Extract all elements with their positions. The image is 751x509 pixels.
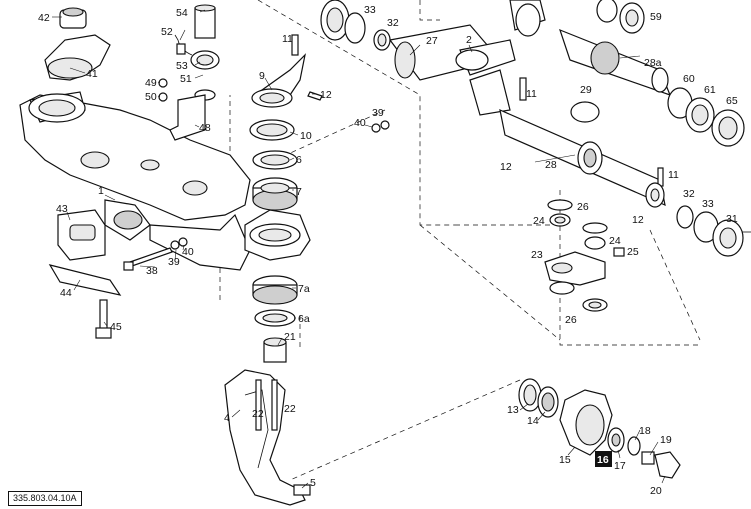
callout-13: 13 <box>507 404 519 416</box>
callout-28: 28 <box>545 159 557 171</box>
callout-49: 49 <box>145 77 157 89</box>
callout-11a: 11 <box>282 33 293 45</box>
callout-15: 15 <box>559 454 571 466</box>
callout-20: 20 <box>650 485 662 497</box>
callout-19: 19 <box>660 434 672 446</box>
callout-11b: 11 <box>526 88 537 100</box>
callout-17: 17 <box>614 460 626 472</box>
right-shaft-seals <box>559 0 745 147</box>
callout-33a: 33 <box>364 4 376 16</box>
callout-12a: 12 <box>320 89 332 101</box>
sensor-assembly <box>174 4 220 101</box>
wheel-hub <box>518 378 681 479</box>
callout-51: 51 <box>180 73 192 85</box>
callout-48: 48 <box>199 122 211 134</box>
callout-39a: 39 <box>372 107 384 119</box>
callout-40a: 40 <box>354 117 366 129</box>
callout-61: 61 <box>704 84 716 96</box>
clamp-and-bolts <box>48 120 390 339</box>
tie-rod-end <box>544 199 625 312</box>
callout-32b: 32 <box>683 188 695 200</box>
right-lower-seals <box>676 205 751 257</box>
callout-5: 5 <box>310 477 316 489</box>
callout-32a: 32 <box>387 17 399 29</box>
callout-26a: 26 <box>577 201 589 213</box>
top-seals <box>320 0 546 51</box>
callout-21: 21 <box>284 331 296 343</box>
callout-42: 42 <box>38 12 50 24</box>
callout-41: 41 <box>86 68 98 80</box>
callout-26b: 26 <box>565 314 577 326</box>
callout-24b: 24 <box>609 235 621 247</box>
callout-45: 45 <box>110 321 122 333</box>
steering-cylinder <box>388 24 666 208</box>
callout-27: 27 <box>426 35 438 47</box>
callout-12c: 12 <box>632 214 644 226</box>
callout-25: 25 <box>627 246 639 258</box>
callout-39b: 39 <box>168 256 180 268</box>
callout-6: 6 <box>296 154 302 166</box>
highlighted-callout-text: 16 <box>597 454 609 466</box>
callout-44: 44 <box>60 287 72 299</box>
highlighted-callout-16[interactable]: 16 <box>595 451 612 467</box>
steering-knuckle <box>224 337 311 506</box>
kingpin-stack-lower <box>244 209 311 327</box>
leader-lines <box>52 9 666 489</box>
callout-1: 1 <box>98 185 104 197</box>
callout-33b: 33 <box>702 198 714 210</box>
callout-22b: 22 <box>284 403 296 415</box>
callout-38: 38 <box>146 265 158 277</box>
axle-housing <box>19 91 251 271</box>
kingpin-stack-upper <box>249 34 323 211</box>
callout-28a: 28a <box>644 57 662 69</box>
bracket-41 <box>44 7 111 81</box>
callout-40b: 40 <box>182 246 194 258</box>
callout-11c: 11 <box>668 169 679 181</box>
callout-65: 65 <box>726 95 738 107</box>
callout-18: 18 <box>639 425 651 437</box>
callout-22a: 22 <box>252 408 264 420</box>
callout-labels: 42 41 54 52 53 51 49 50 48 11 9 12 10 6 … <box>38 4 738 497</box>
callout-24a: 24 <box>533 215 545 227</box>
callout-4: 4 <box>224 412 230 424</box>
callout-2: 2 <box>466 34 472 46</box>
callout-12b: 12 <box>500 161 512 173</box>
callout-7a: 7a <box>298 283 310 295</box>
callout-29: 29 <box>580 84 592 96</box>
callout-9: 9 <box>259 70 265 82</box>
callout-31: 31 <box>726 213 738 225</box>
callout-59: 59 <box>650 11 662 23</box>
drawing-reference-number: 335.803.04.10A <box>8 491 82 506</box>
callout-60: 60 <box>683 73 695 85</box>
callout-14: 14 <box>527 415 539 427</box>
callout-7: 7 <box>296 186 302 198</box>
callout-43: 43 <box>56 203 68 215</box>
callout-23: 23 <box>531 249 543 261</box>
callout-54: 54 <box>176 7 188 19</box>
callout-53: 53 <box>176 60 188 72</box>
callout-6a: 6a <box>298 313 310 325</box>
callout-10: 10 <box>300 130 312 142</box>
callout-52: 52 <box>161 26 173 38</box>
bracket-48 <box>158 78 206 141</box>
callout-50: 50 <box>145 91 157 103</box>
